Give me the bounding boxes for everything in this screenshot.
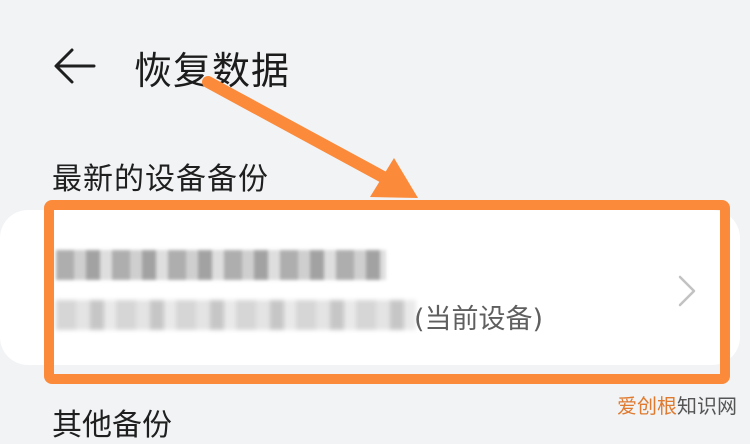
section-title-latest-backup: 最新的设备备份 (52, 162, 269, 197)
arrow-left-icon (54, 48, 96, 84)
current-device-tag: (当前设备) (414, 304, 544, 335)
watermark-part2: 知识网 (677, 394, 737, 418)
chevron-right-icon[interactable] (676, 274, 698, 308)
back-button[interactable] (50, 44, 100, 94)
device-name-pixelated (56, 250, 386, 280)
watermark: 爱创根知识网 (617, 390, 737, 419)
watermark-part1: 爱创根 (617, 394, 677, 418)
page-title: 恢复数据 (134, 49, 291, 93)
device-info-pixelated (56, 300, 416, 330)
app-header: 恢复数据 (0, 0, 750, 140)
backup-card[interactable] (0, 210, 740, 365)
section-title-other-backup: 其他备份 (52, 408, 172, 443)
